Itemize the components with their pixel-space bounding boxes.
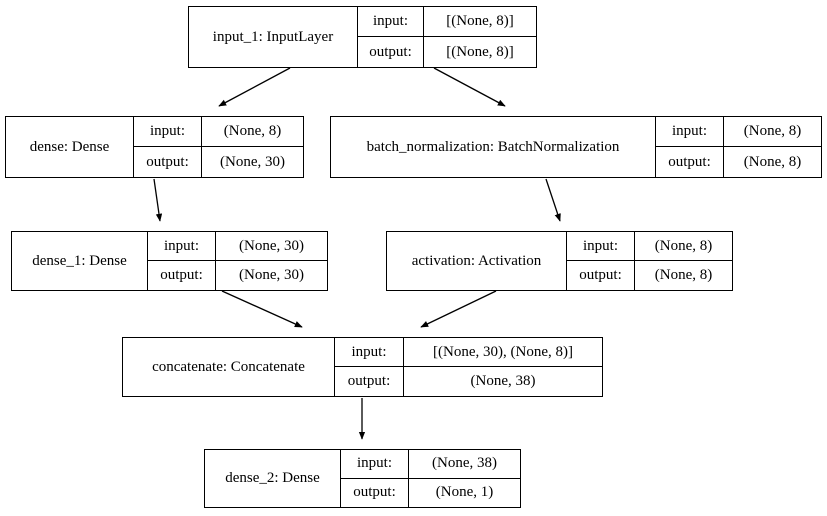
node-dense_1-input-shape: (None, 30) [239,237,304,254]
node-batch_normalization-input-row: input: (None, 8) [656,117,821,147]
node-dense[interactable]: dense: Dense input: (None, 8) output: (N… [5,116,304,178]
edge-dense_1-to-concatenate [221,290,303,328]
node-batch_normalization-output-label: output: [656,147,724,177]
node-concatenate-output-label: output: [335,367,404,396]
node-dense-output-shape: (None, 30) [220,153,285,170]
node-dense_2-io: input: (None, 38) output: (None, 1) [341,450,520,507]
node-input_1-input-label: input: [358,7,424,36]
node-activation-label: activation: Activation [387,232,567,290]
node-concatenate[interactable]: concatenate: Concatenate input: [(None, … [122,337,603,397]
node-input_1-output-label: output: [358,37,424,67]
edge-batch_normalization-to-activation [545,178,561,222]
node-concatenate-io: input: [(None, 30), (None, 8)] output: (… [335,338,602,396]
node-dense_1-input-label: input: [148,232,216,260]
node-dense_2[interactable]: dense_2: Dense input: (None, 38) output:… [204,449,521,508]
node-dense_2-input-row: input: (None, 38) [341,450,520,479]
node-dense-output-row: output: (None, 30) [134,147,303,177]
node-batch_normalization-label: batch_normalization: BatchNormalization [331,117,656,177]
node-dense-input-shape: (None, 8) [223,123,282,139]
node-concatenate-input-row: input: [(None, 30), (None, 8)] [335,338,602,367]
edge-dense-to-dense_1 [153,178,163,222]
node-batch_normalization-input-shape: (None, 8) [743,123,802,139]
node-concatenate-input-label: input: [335,338,404,366]
node-batch_normalization[interactable]: batch_normalization: BatchNormalization … [330,116,822,178]
node-dense-input-row: input: (None, 8) [134,117,303,147]
node-activation-output-row: output: (None, 8) [567,261,732,290]
node-input_1[interactable]: input_1: InputLayer input: [(None, 8)] o… [188,6,537,68]
node-activation-output-shape: (None, 8) [654,267,713,283]
node-dense_2-output-label: output: [341,478,409,507]
node-input_1-label: input_1: InputLayer [189,7,358,67]
node-dense_2-output-row: output: (None, 1) [341,478,520,507]
node-dense_1-input-row: input: (None, 30) [148,232,327,261]
node-activation-input-label: input: [567,232,635,260]
node-dense_2-input-label: input: [341,450,409,478]
node-batch_normalization-io: input: (None, 8) output: (None, 8) [656,117,821,177]
node-batch_normalization-output-row: output: (None, 8) [656,147,821,177]
node-activation-output-label: output: [567,261,635,290]
node-batch_normalization-input-label: input: [656,117,724,146]
node-concatenate-output-shape: (None, 38) [470,373,536,389]
node-dense-label: dense: Dense [6,117,134,177]
edge-input_1-to-batch_normalization [433,67,506,107]
node-batch_normalization-output-shape: (None, 8) [743,153,802,170]
node-dense_1[interactable]: dense_1: Dense input: (None, 30) output:… [11,231,328,291]
node-dense_1-output-shape: (None, 30) [239,267,304,283]
node-dense_1-output-label: output: [148,261,216,290]
node-input_1-output-shape: [(None, 8)] [446,43,514,60]
node-activation-io: input: (None, 8) output: (None, 8) [567,232,732,290]
node-dense-input-label: input: [134,117,202,146]
edge-input_1-to-dense [218,67,291,107]
node-dense-output-label: output: [134,147,202,177]
node-dense_1-output-row: output: (None, 30) [148,261,327,290]
node-input_1-io: input: [(None, 8)] output: [(None, 8)] [358,7,536,67]
node-concatenate-input-shape: [(None, 30), (None, 8)] [433,343,573,360]
node-input_1-input-shape: [(None, 8)] [446,13,514,29]
node-activation-input-shape: (None, 8) [654,237,713,254]
node-dense_1-io: input: (None, 30) output: (None, 30) [148,232,327,290]
node-activation-input-row: input: (None, 8) [567,232,732,261]
node-concatenate-label: concatenate: Concatenate [123,338,335,396]
node-dense_2-label: dense_2: Dense [205,450,341,507]
node-input_1-input-row: input: [(None, 8)] [358,7,536,37]
node-dense_1-label: dense_1: Dense [12,232,148,290]
node-dense-io: input: (None, 8) output: (None, 30) [134,117,303,177]
node-activation[interactable]: activation: Activation input: (None, 8) … [386,231,733,291]
edge-activation-to-concatenate [420,290,497,328]
node-concatenate-output-row: output: (None, 38) [335,367,602,396]
node-dense_2-input-shape: (None, 38) [432,455,497,472]
node-dense_2-output-shape: (None, 1) [435,484,494,501]
node-input_1-output-row: output: [(None, 8)] [358,37,536,67]
